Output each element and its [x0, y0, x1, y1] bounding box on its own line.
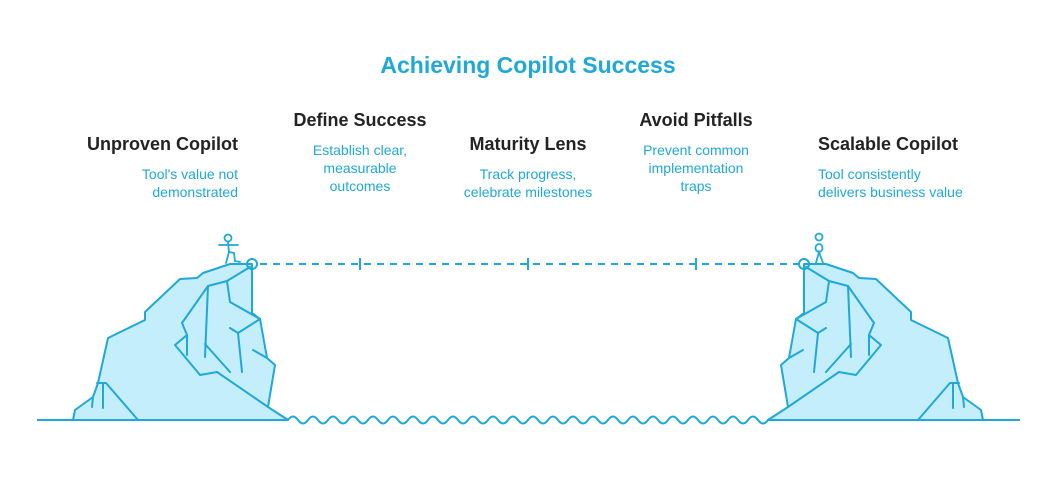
- person-standing-icon: [814, 232, 824, 264]
- water-waves: [287, 415, 769, 425]
- step-define-success: Define Success Establish clear, measurab…: [250, 110, 470, 195]
- step-heading: Define Success: [293, 110, 427, 130]
- ground-and-water: [37, 415, 1020, 425]
- step-description: Track progress, celebrate milestones: [463, 166, 593, 200]
- diagram-title: Achieving Copilot Success: [380, 52, 676, 78]
- person-waving-icon: [218, 233, 241, 264]
- step-description: Establish clear, measurable outcomes: [312, 142, 408, 194]
- step-heading: Scalable Copilot: [818, 134, 959, 154]
- step-scalable-copilot: Scalable Copilot Tool consistently deliv…: [818, 134, 1038, 201]
- step-heading: Maturity Lens: [469, 134, 587, 154]
- step-description: Tool's value not demonstrated: [141, 166, 238, 200]
- right-cliff: [767, 258, 984, 421]
- step-heading: Unproven Copilot: [87, 134, 238, 154]
- step-description: Prevent common implementation traps: [643, 142, 749, 194]
- step-maturity-lens: Maturity Lens Track progress, celebrate …: [418, 134, 638, 201]
- tightrope-dashed-line: [260, 258, 798, 270]
- step-avoid-pitfalls: Avoid Pitfalls Prevent common implementa…: [586, 110, 806, 195]
- step-description: Tool consistently delivers business valu…: [818, 166, 963, 200]
- step-unproven-copilot: Unproven Copilot Tool's value not demons…: [18, 134, 238, 201]
- left-cliff: [72, 258, 289, 421]
- step-heading: Avoid Pitfalls: [639, 110, 753, 130]
